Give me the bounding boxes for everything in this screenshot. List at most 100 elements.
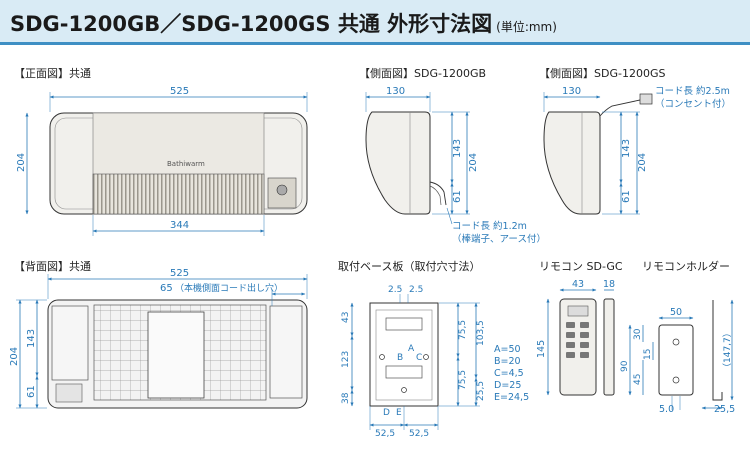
side-gb-cord-2: [429, 185, 442, 206]
plug-icon: [639, 93, 653, 105]
leader-line: [446, 207, 453, 225]
dim-front-height-label: 204: [16, 153, 27, 172]
label-b: B: [397, 353, 403, 363]
dim-back-lower-label: 61: [26, 385, 37, 398]
dim-holder-height-label: 90: [620, 360, 630, 372]
side-gs-body: [543, 111, 601, 215]
legend-e: E=24,5: [494, 392, 529, 403]
back-view: 【背面図】共通 525 65 （本機側面コード出し穴） 204 143 61: [9, 259, 308, 409]
dim-back-upper-label: 143: [26, 329, 37, 348]
side-gs-title: 【側面図】SDG-1200GS: [539, 67, 665, 80]
dim-remote-height-label: 145: [536, 340, 547, 358]
holder-view: リモコンホルダー 50 90 30 15 45 （147,7） 5.0 25,5: [620, 259, 735, 415]
dim-plate-right-3-label: 75,5: [458, 370, 468, 390]
dim-gs-upper-label: 143: [621, 139, 632, 158]
side-gb-cord: [429, 181, 447, 206]
remote-key: [580, 332, 589, 338]
holder-side: [712, 300, 723, 401]
dim-holder-hole-label: 5.0: [659, 404, 674, 415]
dim-plate-right-4-label: 25,5: [476, 381, 486, 401]
dim-holder-upper-label: 30: [633, 328, 643, 340]
remote-view: リモコン SD-GC 43 18 145: [536, 260, 623, 396]
remote-key: [566, 332, 575, 338]
gb-cord-note-2: （棒端子、アース付）: [452, 233, 546, 245]
unit-label: (単位:mm): [496, 20, 557, 34]
base-plate-title: 取付ベース板（取付穴寸法）: [338, 259, 480, 273]
back-vent: [55, 383, 83, 403]
dim-holder-depth-label: （147,7）: [722, 328, 733, 372]
power-switch: [276, 184, 288, 196]
dim-holder-mid-label: 15: [643, 349, 653, 360]
dim-remote-depth-label: 18: [603, 279, 615, 290]
legend-a: A=50: [494, 344, 521, 355]
base-plate-view: 取付ベース板（取付穴寸法） A B C D E 2.5 2.5 43 123 3…: [338, 259, 529, 439]
remote-key: [566, 322, 575, 328]
remote-key: [580, 352, 589, 358]
back-mount-plate: [147, 311, 205, 399]
remote-title: リモコン SD-GC: [539, 260, 623, 273]
remote-display: [567, 305, 589, 317]
dim-gs-depth-label: 130: [562, 86, 581, 97]
dim-back-height-label: 204: [9, 347, 20, 366]
base-plate-inner: [375, 309, 433, 401]
side-gb-title: 【側面図】SDG-1200GB: [359, 67, 486, 80]
holder-hole: [672, 376, 680, 384]
front-grille: [92, 173, 265, 215]
dim-plate-right-2-label: 103,5: [476, 320, 486, 346]
dim-gb-depth-label: 130: [386, 86, 405, 97]
dim-remote-width-label: 43: [572, 279, 584, 290]
holder-front: [658, 324, 694, 396]
dim-top-offset-2: 2.5: [409, 285, 423, 295]
front-view: 【正面図】共通 Bathiwarm 525 204 344: [14, 67, 308, 236]
dim-plate-left-3-label: 38: [341, 392, 351, 404]
dim-gb-upper-label: 143: [452, 139, 463, 158]
legend-d: D=25: [494, 380, 521, 391]
remote-key: [580, 342, 589, 348]
dim-holder-bottom-label: 25,5: [714, 404, 735, 415]
side-view-gb: 【側面図】SDG-1200GB 130 204 143 61 コード長 約1.2…: [359, 67, 546, 245]
gs-cord-note-2: （コンセント付）: [655, 98, 731, 110]
dim-back-width-label: 525: [170, 268, 189, 279]
dim-gs-height-label: 204: [637, 153, 648, 172]
label-c: C: [416, 353, 422, 363]
legend-c: C=4,5: [494, 368, 524, 379]
title-text: SDG-1200GB／SDG-1200GS 共通 外形寸法図: [10, 12, 493, 36]
holder-hole: [672, 338, 680, 346]
label-a: A: [408, 344, 415, 354]
side-view-gs: 【側面図】SDG-1200GS 130 コード長 約2.5m （コンセント付） …: [539, 67, 731, 215]
back-offset-note: （本機側面コード出し穴）: [175, 282, 283, 294]
label-e: E: [396, 408, 402, 418]
brand-logo: Bathiwarm: [167, 160, 205, 168]
dim-top-offset-1: 2.5: [388, 285, 402, 295]
dim-plate-bottom-1-label: 52,5: [375, 429, 395, 439]
dim-plate-left-2-label: 123: [341, 351, 351, 368]
dim-holder-lower-label: 45: [633, 374, 643, 385]
dim-gs-lower-label: 61: [621, 190, 632, 203]
back-right-panel: [269, 305, 303, 399]
dim-plate-left-1-label: 43: [341, 312, 351, 323]
dim-gb-lower-label: 61: [452, 190, 463, 203]
dim-back-offset-label: 65: [160, 283, 173, 294]
dim-front-width-label: 525: [170, 86, 189, 97]
holder-title: リモコンホルダー: [642, 259, 730, 273]
remote-key: [580, 322, 589, 328]
page-title: SDG-1200GB／SDG-1200GS 共通 外形寸法図(単位:mm): [10, 8, 557, 38]
label-d: D: [383, 408, 390, 418]
dim-plate-right-1-label: 75,5: [458, 320, 468, 340]
back-left-panel: [51, 305, 89, 381]
back-view-title: 【背面図】共通: [14, 259, 91, 273]
title-bar: SDG-1200GB／SDG-1200GS 共通 外形寸法図(単位:mm): [0, 0, 750, 45]
gb-cord-note-1: コード長 約1.2m: [452, 220, 527, 232]
dim-grille-width-label: 344: [170, 220, 189, 231]
base-plate-slot-bottom: [385, 365, 423, 379]
side-gs-cord: [599, 99, 641, 117]
front-view-title: 【正面図】共通: [14, 67, 91, 80]
dim-gb-height-label: 204: [468, 153, 479, 172]
mount-hole: [423, 354, 429, 360]
dim-holder-width-label: 50: [670, 307, 682, 318]
gs-cord-note-1: コード長 約2.5m: [655, 85, 730, 97]
remote-side: [603, 298, 615, 396]
side-gb-body: [365, 111, 431, 215]
